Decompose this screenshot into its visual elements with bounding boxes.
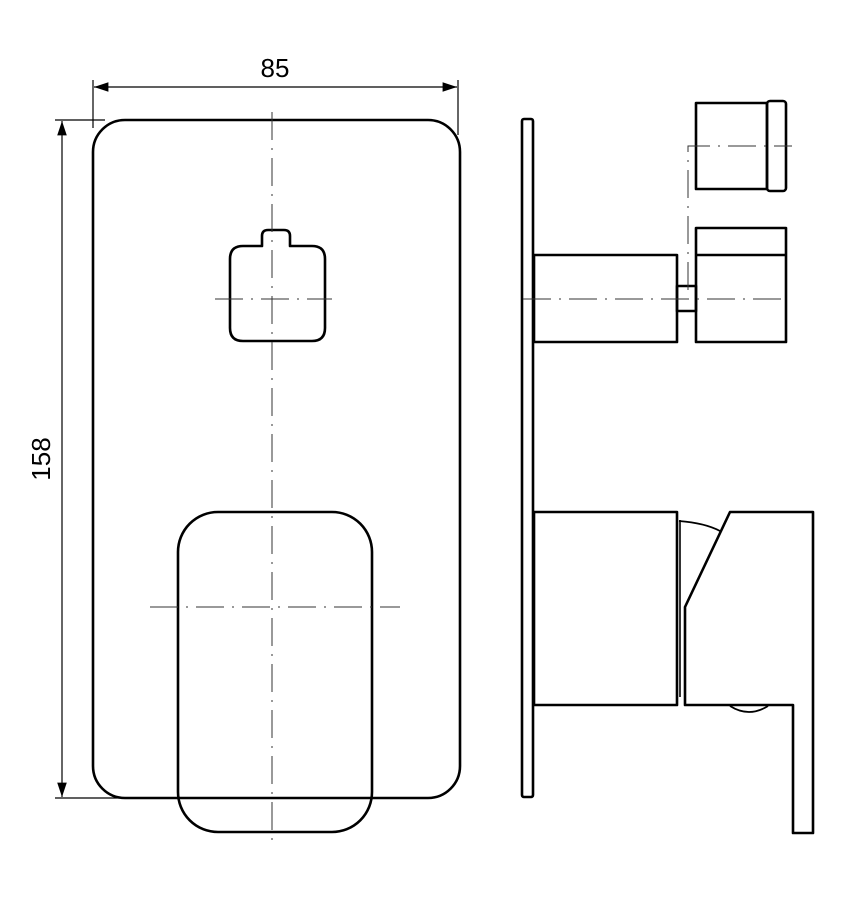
- lever-handle-side: [683, 510, 815, 835]
- width-dimension: 85: [92, 53, 459, 135]
- height-dimension-label: 158: [26, 437, 56, 480]
- cover-plate-front: [91, 118, 462, 800]
- height-dimension: 158: [26, 119, 120, 799]
- lever-handle-front: [176, 510, 374, 834]
- diverter-knob-front: [228, 228, 327, 343]
- width-dimension-label: 85: [261, 53, 290, 83]
- diverter-knob-side: [694, 226, 788, 344]
- side-view: [520, 99, 815, 835]
- mixer-body-side: [532, 510, 679, 707]
- front-view: [91, 112, 462, 848]
- cover-plate-side: [520, 117, 535, 799]
